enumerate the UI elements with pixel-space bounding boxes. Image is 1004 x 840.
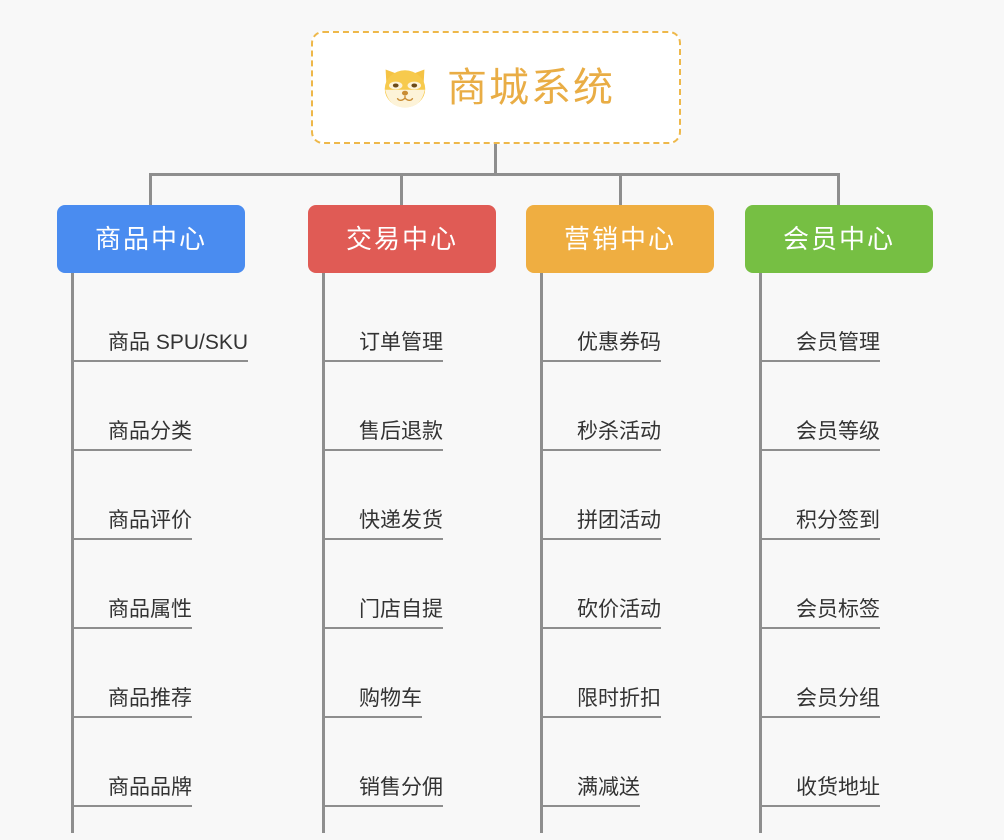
leaf-label: 会员管理 (762, 332, 880, 362)
list-item[interactable]: 商品属性 (74, 540, 259, 629)
leaf-label: 积分签到 (762, 510, 880, 540)
category-header-3[interactable]: 营销中心 (526, 205, 714, 273)
leaf-column-2: 订单管理 售后退款 快递发货 门店自提 购物车 销售分佣 (322, 273, 510, 833)
leaf-column-4: 会员管理 会员等级 积分签到 会员标签 会员分组 收货地址 (759, 273, 947, 833)
leaf-label: 购物车 (325, 688, 422, 718)
list-item[interactable]: 售后退款 (325, 362, 510, 451)
category-header-2[interactable]: 交易中心 (308, 205, 496, 273)
category-label-4: 会员中心 (782, 224, 895, 254)
root-title: 商城系统 (447, 65, 615, 110)
leaf-label: 会员分组 (762, 688, 880, 718)
category-3: 营销中心 (526, 205, 714, 273)
list-item[interactable]: 商品 SPU/SKU (74, 273, 259, 362)
leaf-label: 会员标签 (762, 599, 880, 629)
list-item[interactable]: 商品分类 (74, 362, 259, 451)
list-item[interactable]: 满减送 (543, 718, 728, 807)
leaf-label: 会员等级 (762, 421, 880, 451)
leaf-label: 售后退款 (325, 421, 443, 451)
leaf-label: 商品 SPU/SKU (74, 332, 249, 362)
leaf-label: 秒杀活动 (543, 421, 661, 451)
category-2: 交易中心 (308, 205, 496, 273)
category-header-1[interactable]: 商品中心 (57, 205, 245, 273)
list-item[interactable]: 销售分佣 (325, 718, 510, 807)
leaf-label: 优惠券码 (543, 332, 661, 362)
leaf-label: 满减送 (543, 777, 640, 807)
list-item[interactable]: 收货地址 (762, 718, 947, 807)
list-item[interactable]: 门店自提 (325, 540, 510, 629)
leaf-label: 收货地址 (762, 777, 880, 807)
list-item[interactable]: 会员等级 (762, 362, 947, 451)
leaf-label: 商品分类 (74, 421, 192, 451)
leaf-label: 砍价活动 (543, 599, 661, 629)
category-label-3: 营销中心 (563, 224, 676, 254)
category-4: 会员中心 (745, 205, 933, 273)
leaf-label: 拼团活动 (543, 510, 661, 540)
list-item[interactable]: 秒杀活动 (543, 362, 728, 451)
list-item[interactable]: 积分签到 (762, 451, 947, 540)
leaf-label: 订单管理 (325, 332, 443, 362)
list-item[interactable]: 会员分组 (762, 629, 947, 718)
category-header-4[interactable]: 会员中心 (745, 205, 933, 273)
list-item[interactable]: 订单管理 (325, 273, 510, 362)
root-node[interactable]: 商城系统 (311, 31, 681, 144)
category-label-2: 交易中心 (345, 224, 458, 254)
leaf-label: 商品推荐 (74, 688, 192, 718)
connector-branch-4 (837, 173, 840, 207)
connector-spine (149, 173, 839, 176)
list-item[interactable]: 商品推荐 (74, 629, 259, 718)
leaf-label: 门店自提 (325, 599, 443, 629)
list-item[interactable]: 限时折扣 (543, 629, 728, 718)
shiba-dog-face-icon (377, 61, 433, 115)
connector-branch-2 (400, 173, 403, 207)
leaf-label: 商品评价 (74, 510, 192, 540)
list-item[interactable]: 拼团活动 (543, 451, 728, 540)
category-label-1: 商品中心 (94, 224, 207, 254)
connector-branch-1 (149, 173, 152, 207)
list-item[interactable]: 会员标签 (762, 540, 947, 629)
leaf-label: 快递发货 (325, 510, 443, 540)
list-item[interactable]: 优惠券码 (543, 273, 728, 362)
list-item[interactable]: 商品评价 (74, 451, 259, 540)
leaf-column-1: 商品 SPU/SKU 商品分类 商品评价 商品属性 商品推荐 商品品牌 (71, 273, 259, 833)
list-item[interactable]: 快递发货 (325, 451, 510, 540)
connector-branch-3 (619, 173, 622, 207)
list-item[interactable]: 购物车 (325, 629, 510, 718)
category-1: 商品中心 (57, 205, 245, 273)
leaf-label: 限时折扣 (543, 688, 661, 718)
connector-root-stem (494, 144, 497, 175)
list-item[interactable]: 会员管理 (762, 273, 947, 362)
leaf-column-3: 优惠券码 秒杀活动 拼团活动 砍价活动 限时折扣 满减送 (540, 273, 728, 833)
leaf-label: 商品属性 (74, 599, 192, 629)
list-item[interactable]: 砍价活动 (543, 540, 728, 629)
leaf-label: 销售分佣 (325, 777, 443, 807)
leaf-label: 商品品牌 (74, 777, 192, 807)
list-item[interactable]: 商品品牌 (74, 718, 259, 807)
